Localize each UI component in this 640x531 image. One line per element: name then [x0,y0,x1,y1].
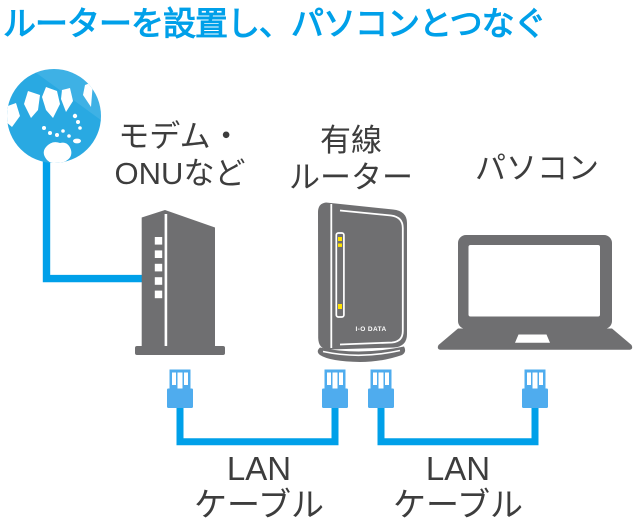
router-brand-logo: I-O DATA [355,326,386,333]
lan-cable-line-left [176,406,339,446]
lan-cable-label-left: LAN ケーブル [194,451,324,523]
modem-label-line1: モデム・ [118,119,242,154]
lan-connector-icon [322,369,348,408]
modem-icon [135,210,225,355]
router-led-strip [335,232,345,318]
laptop-icon [437,235,633,350]
lan-cable-label-left-line1: LAN [226,450,292,487]
lan-connector-icon [167,369,193,408]
modem-label-line2: ONUなど [114,156,246,191]
lan-cable-label-right-line1: LAN [425,450,491,487]
router-label-line2: ルーター [289,160,413,195]
modem-label: モデム・ ONUなど [115,118,246,192]
internet-cable-line [42,150,143,283]
router-label: 有線 ルーター [289,122,413,196]
lan-cable-label-left-line2: ケーブル [193,486,325,523]
lan-cable-line-right [377,406,539,446]
pc-label: パソコン [475,151,599,186]
wired-router-icon: I-O DATA [317,202,407,362]
lan-connector-icon [522,369,548,408]
lan-connector-icon [368,369,394,408]
modem-led-lights [154,237,163,299]
page-title: ルーターを設置し、パソコンとつなぐ [3,5,547,42]
lan-cable-label-right-line2: ケーブル [392,486,524,523]
lan-cable-label-right: LAN ケーブル [393,451,523,523]
router-label-line1: 有線 [320,123,382,158]
